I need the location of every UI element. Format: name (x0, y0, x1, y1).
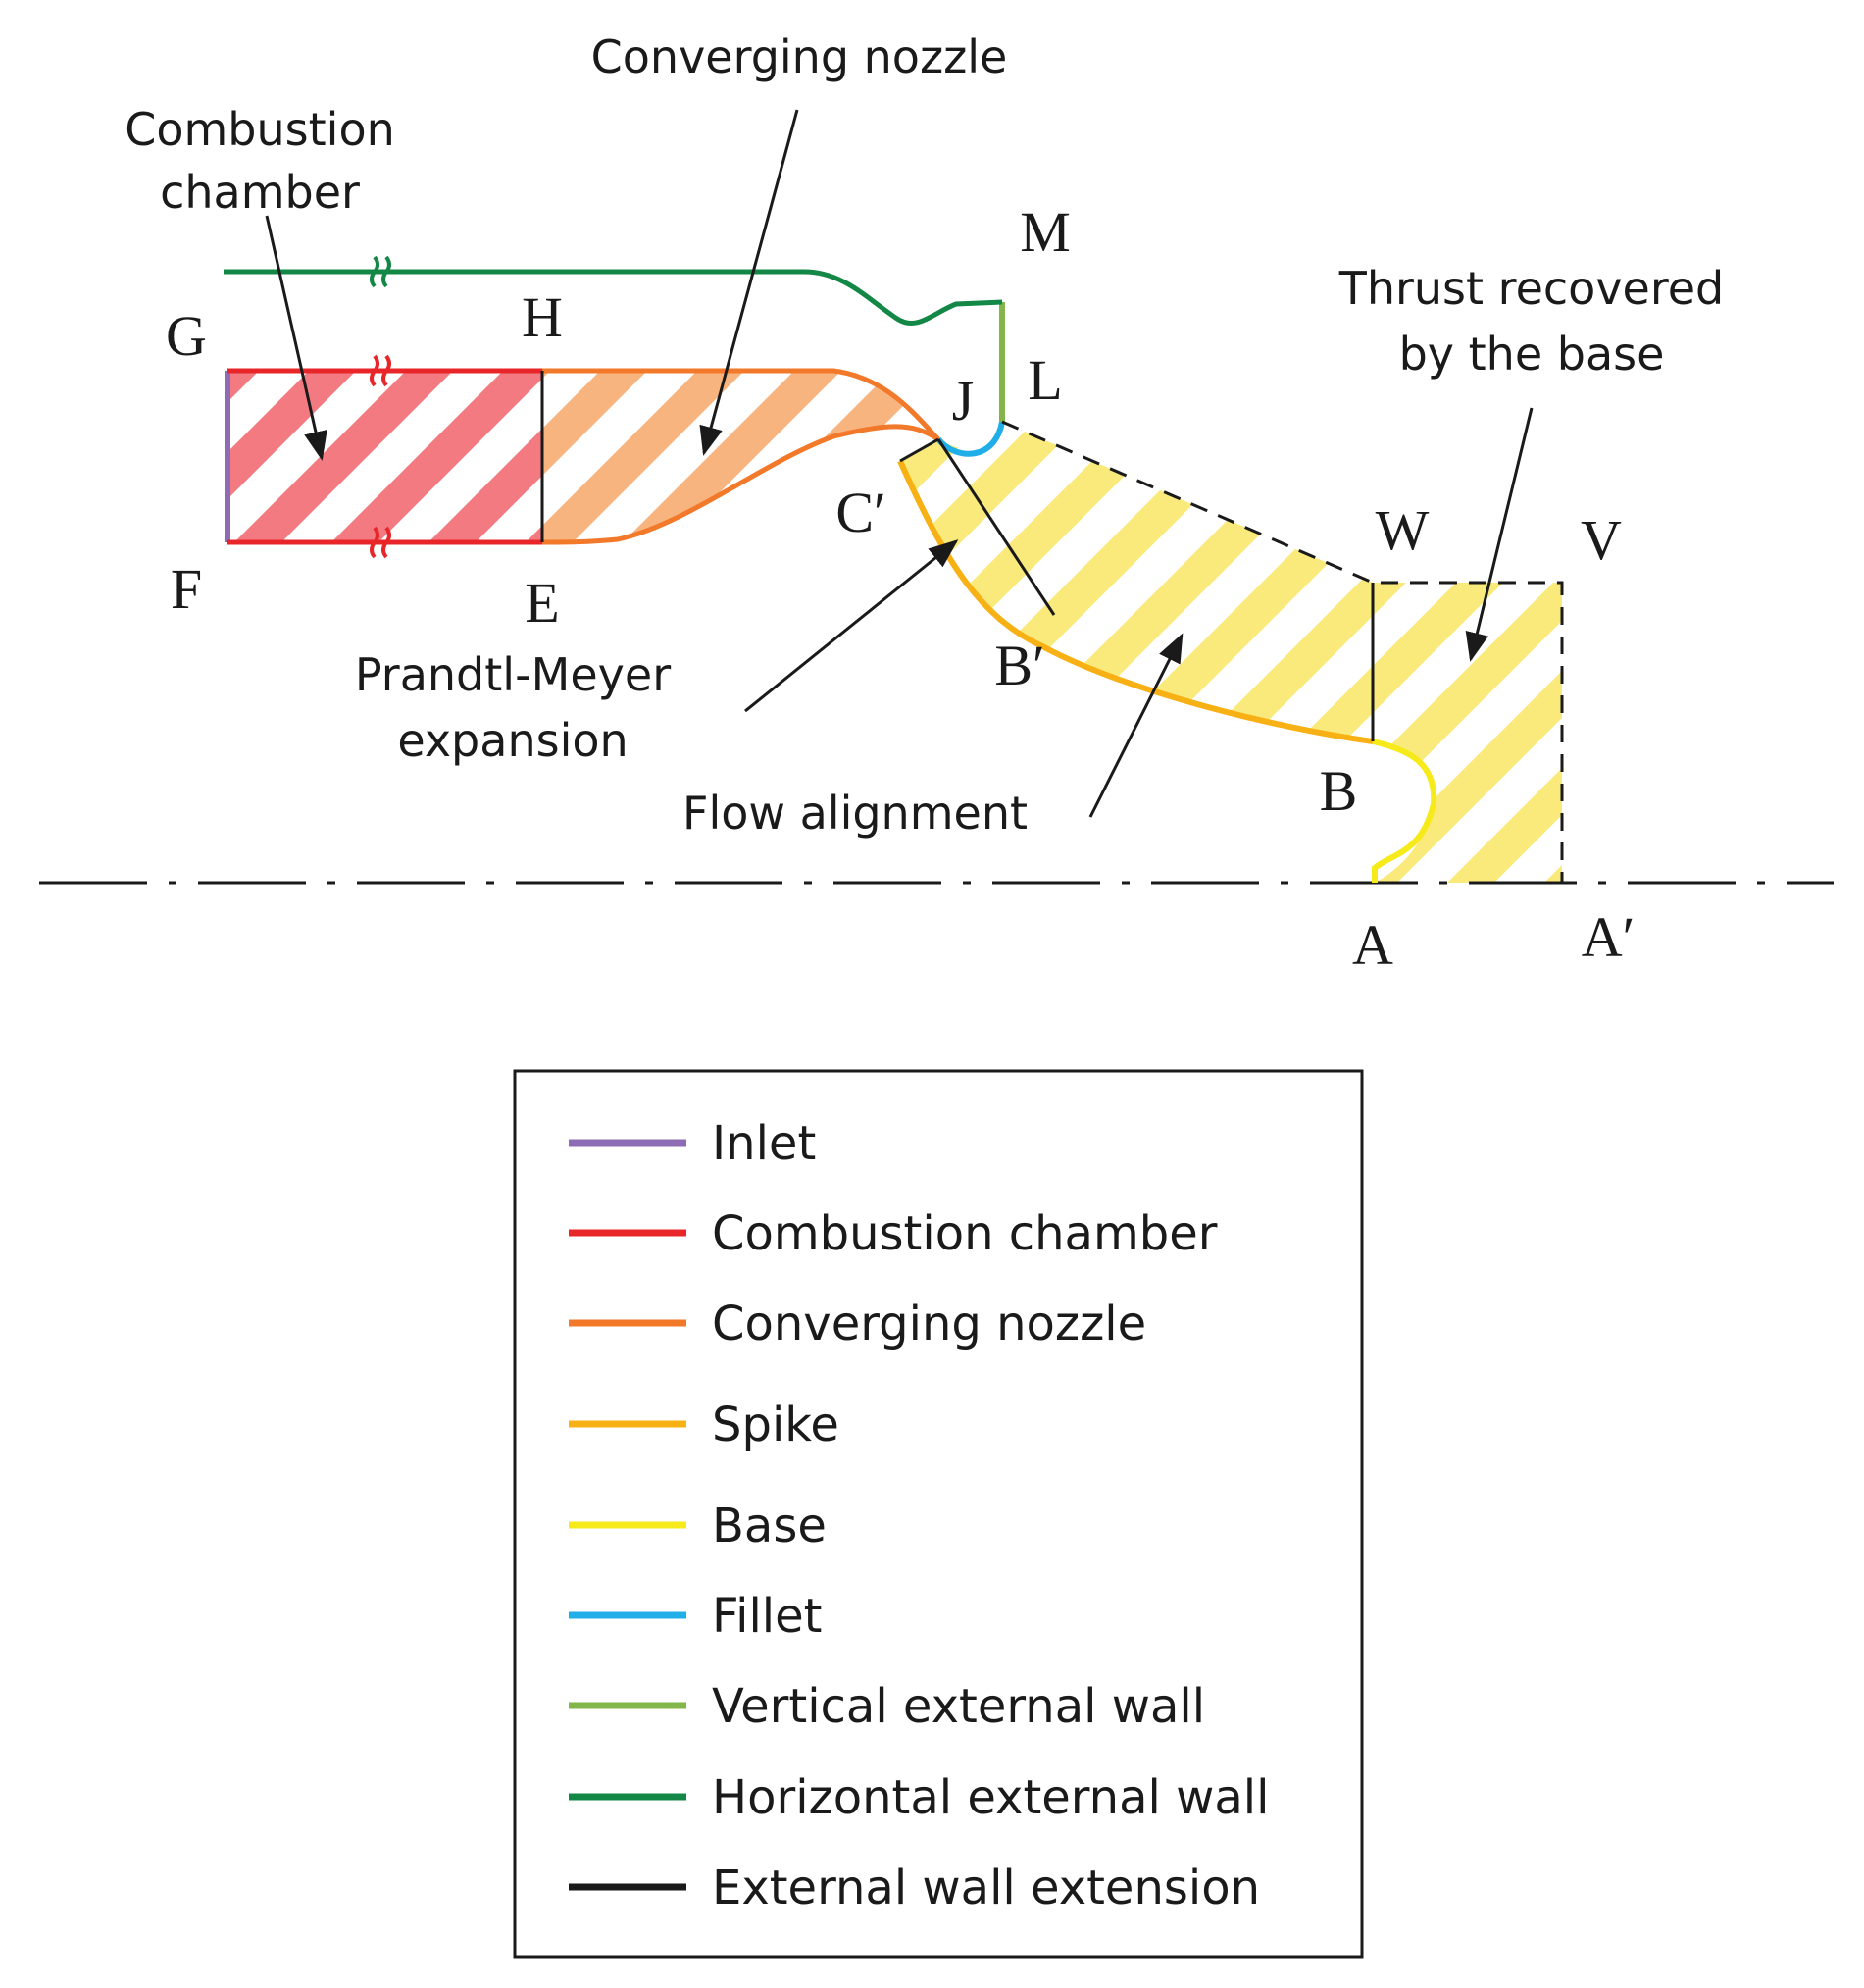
legend-label: Inlet (712, 1116, 816, 1171)
point-label-h: H (522, 285, 563, 349)
point-label-b-prime: B′ (994, 634, 1044, 697)
section-line-jc (899, 437, 939, 463)
legend-label: External wall extension (712, 1861, 1260, 1915)
legend-label: Spike (712, 1398, 839, 1453)
expansion-flow-region (900, 422, 1373, 741)
base-contour (1372, 739, 1437, 883)
legend-label: Vertical external wall (712, 1679, 1205, 1734)
legend-label: Fillet (712, 1589, 822, 1644)
arrow-thrust-recovered (1465, 407, 1534, 662)
section-line-jb-prime (936, 438, 1056, 616)
label-prandtl-line1: Prandtl-Meyer (355, 648, 671, 701)
legend-item: Inlet (569, 1116, 816, 1171)
point-label-w: W (1376, 498, 1430, 562)
arrow-combustion-chamber (265, 215, 327, 461)
legend-label: Combustion chamber (712, 1206, 1218, 1261)
legend-item: Base (569, 1499, 827, 1554)
legend-label: Converging nozzle (712, 1297, 1146, 1351)
break-symbol-lower (370, 526, 391, 559)
point-label-m: M (1020, 200, 1071, 264)
legend-item: Vertical external wall (569, 1679, 1205, 1734)
base-thrust-region (1373, 583, 1562, 883)
break-symbol-upper (370, 354, 391, 387)
point-label-b: B (1320, 759, 1358, 823)
converging-nozzle-region (542, 371, 938, 542)
legend-label: Horizontal external wall (712, 1770, 1269, 1825)
label-combustion-line1: Combustion (125, 103, 395, 156)
label-converging-nozzle: Converging nozzle (591, 30, 1008, 83)
point-label-a: A (1352, 913, 1393, 977)
arrow-prandtl-meyer (744, 539, 959, 713)
legend-item: Spike (569, 1398, 839, 1453)
legend-item: Horizontal external wall (569, 1770, 1269, 1825)
point-label-g: G (166, 304, 207, 368)
legend-item: Fillet (569, 1589, 822, 1644)
label-flow-alignment: Flow alignment (682, 787, 1028, 840)
point-label-l: L (1028, 348, 1062, 412)
legend-label: Base (712, 1499, 827, 1554)
label-combustion-line2: chamber (160, 166, 360, 219)
point-label-j: J (952, 369, 975, 433)
point-label-c-prime: C′ (835, 481, 885, 544)
label-thrust-line1: Thrust recovered (1338, 262, 1725, 315)
label-prandtl-line2: expansion (397, 714, 628, 767)
fillet-contour (935, 421, 1005, 457)
point-label-v: V (1581, 508, 1622, 572)
converging-nozzle-upper-wall (542, 368, 940, 441)
external-wall-extension (1001, 420, 1564, 883)
horizontal-external-wall (224, 269, 1003, 326)
label-thrust-line2: by the base (1399, 328, 1665, 381)
break-symbol-outer (370, 255, 391, 288)
point-label-f: F (171, 557, 202, 621)
arrow-flow-alignment (1088, 633, 1184, 818)
point-label-e: E (525, 571, 559, 635)
legend-item: Converging nozzle (569, 1297, 1146, 1351)
arrow-converging-nozzle (699, 109, 799, 456)
converging-nozzle-lower-wall (541, 424, 940, 545)
point-label-a-prime: A′ (1582, 905, 1636, 969)
legend-item: External wall extension (569, 1861, 1260, 1915)
legend-box (513, 1069, 1364, 1959)
combustion-chamber-region (227, 371, 542, 542)
legend-item: Combustion chamber (569, 1206, 1218, 1261)
